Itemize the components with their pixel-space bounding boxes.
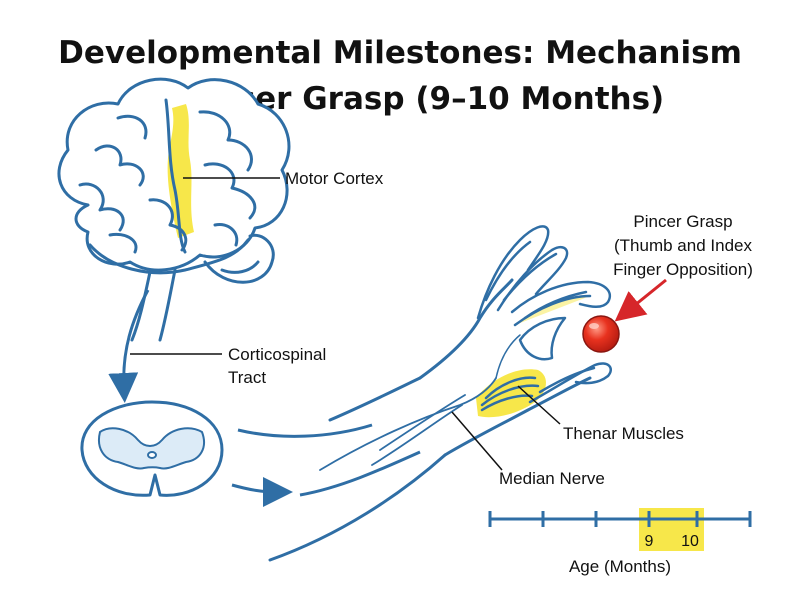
median-nerve-pointer: [451, 411, 503, 471]
motor-signal-arrow: [231, 476, 293, 507]
median-nerve-label: Median Nerve: [499, 469, 605, 488]
ball-object: [582, 315, 620, 353]
timeline-label-9: 9: [645, 533, 654, 550]
pincer-label-line-3: Finger Opposition): [613, 260, 753, 279]
ball-highlight: [589, 323, 599, 329]
arm-and-hand-illustration: [268, 225, 612, 562]
corticospinal-label-line-1: Corticospinal: [228, 345, 326, 364]
corticospinal-label-line-2: Tract: [228, 368, 266, 387]
arm-signal-continuation: [299, 450, 421, 497]
pincer-label-line-1: Pincer Grasp: [633, 212, 732, 231]
corticospinal-tract-arrow: [108, 289, 150, 403]
title-line-1: Developmental Milestones: Mechanism: [58, 35, 742, 71]
age-timeline: 9 10 Age (Months): [488, 508, 752, 576]
brain-illustration: [57, 77, 291, 342]
pincer-label-line-2: (Thumb and Index: [614, 236, 752, 255]
timeline-axis-label: Age (Months): [569, 557, 671, 576]
timeline-label-10: 10: [681, 533, 699, 550]
thenar-label: Thenar Muscles: [563, 424, 684, 443]
spinal-cord-cross-section: [80, 400, 224, 497]
arm-upper-edge: [237, 423, 373, 438]
thenar-pointer: [517, 385, 561, 425]
motor-cortex-label: Motor Cortex: [285, 169, 384, 188]
pincer-pointer-arrow: [614, 278, 667, 322]
